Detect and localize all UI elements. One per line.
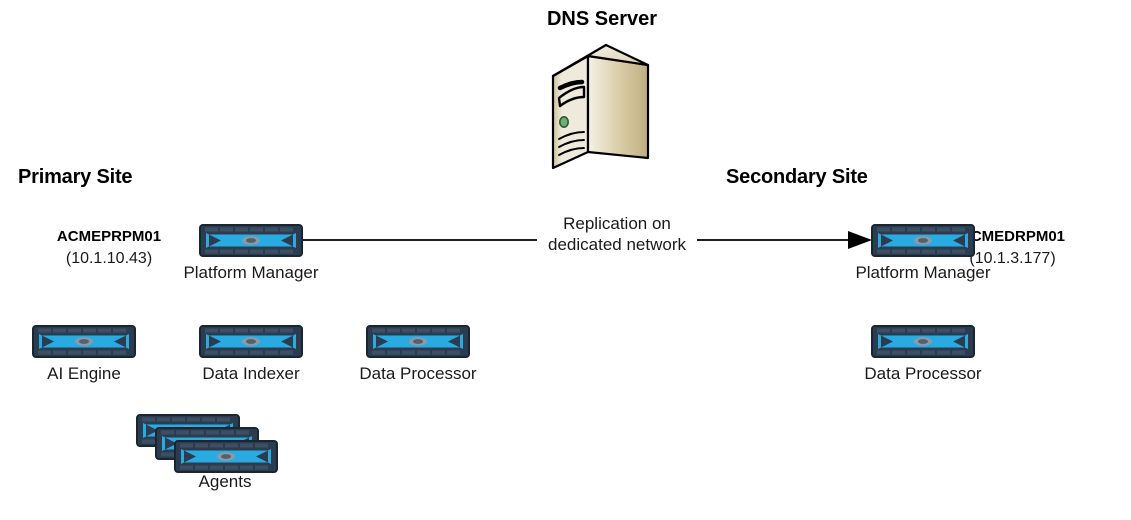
secondary-platform-manager-icon[interactable] <box>871 224 975 257</box>
secondary-site-title: Secondary Site <box>726 166 868 188</box>
primary-agents-icon-front[interactable] <box>174 440 278 473</box>
secondary-data-processor-label: Data Processor <box>864 364 982 383</box>
secondary-platform-manager-label: Platform Manager <box>855 263 991 282</box>
primary-agents-label: Agents <box>198 472 252 491</box>
dns-server-title: DNS Server <box>546 8 658 30</box>
secondary-data-processor-icon[interactable] <box>871 325 975 358</box>
replication-label-line2: dedicated network <box>548 235 686 254</box>
primary-data-processor-icon[interactable] <box>366 325 470 358</box>
primary-platform-manager-icon[interactable] <box>199 224 303 257</box>
primary-data-indexer-label: Data Indexer <box>202 364 300 383</box>
primary-site-title: Primary Site <box>18 166 133 188</box>
primary-platform-manager-label: Platform Manager <box>183 263 319 282</box>
primary-data-processor-label: Data Processor <box>359 364 477 383</box>
secondary-host-ip: (10.1.3.177) <box>969 250 1056 267</box>
primary-ai-engine-label: AI Engine <box>47 364 121 383</box>
primary-ai-engine-icon[interactable] <box>32 325 136 358</box>
primary-data-indexer-icon[interactable] <box>199 325 303 358</box>
primary-host-name: ACMEPRPM01 <box>56 228 162 245</box>
primary-host-ip: (10.1.10.43) <box>65 250 153 267</box>
tower-server-icon <box>540 40 662 172</box>
replication-label: Replication on dedicated network <box>537 213 697 255</box>
secondary-host-name: ACMEDRPM01 <box>959 228 1065 245</box>
replication-label-line1: Replication on <box>563 214 671 233</box>
